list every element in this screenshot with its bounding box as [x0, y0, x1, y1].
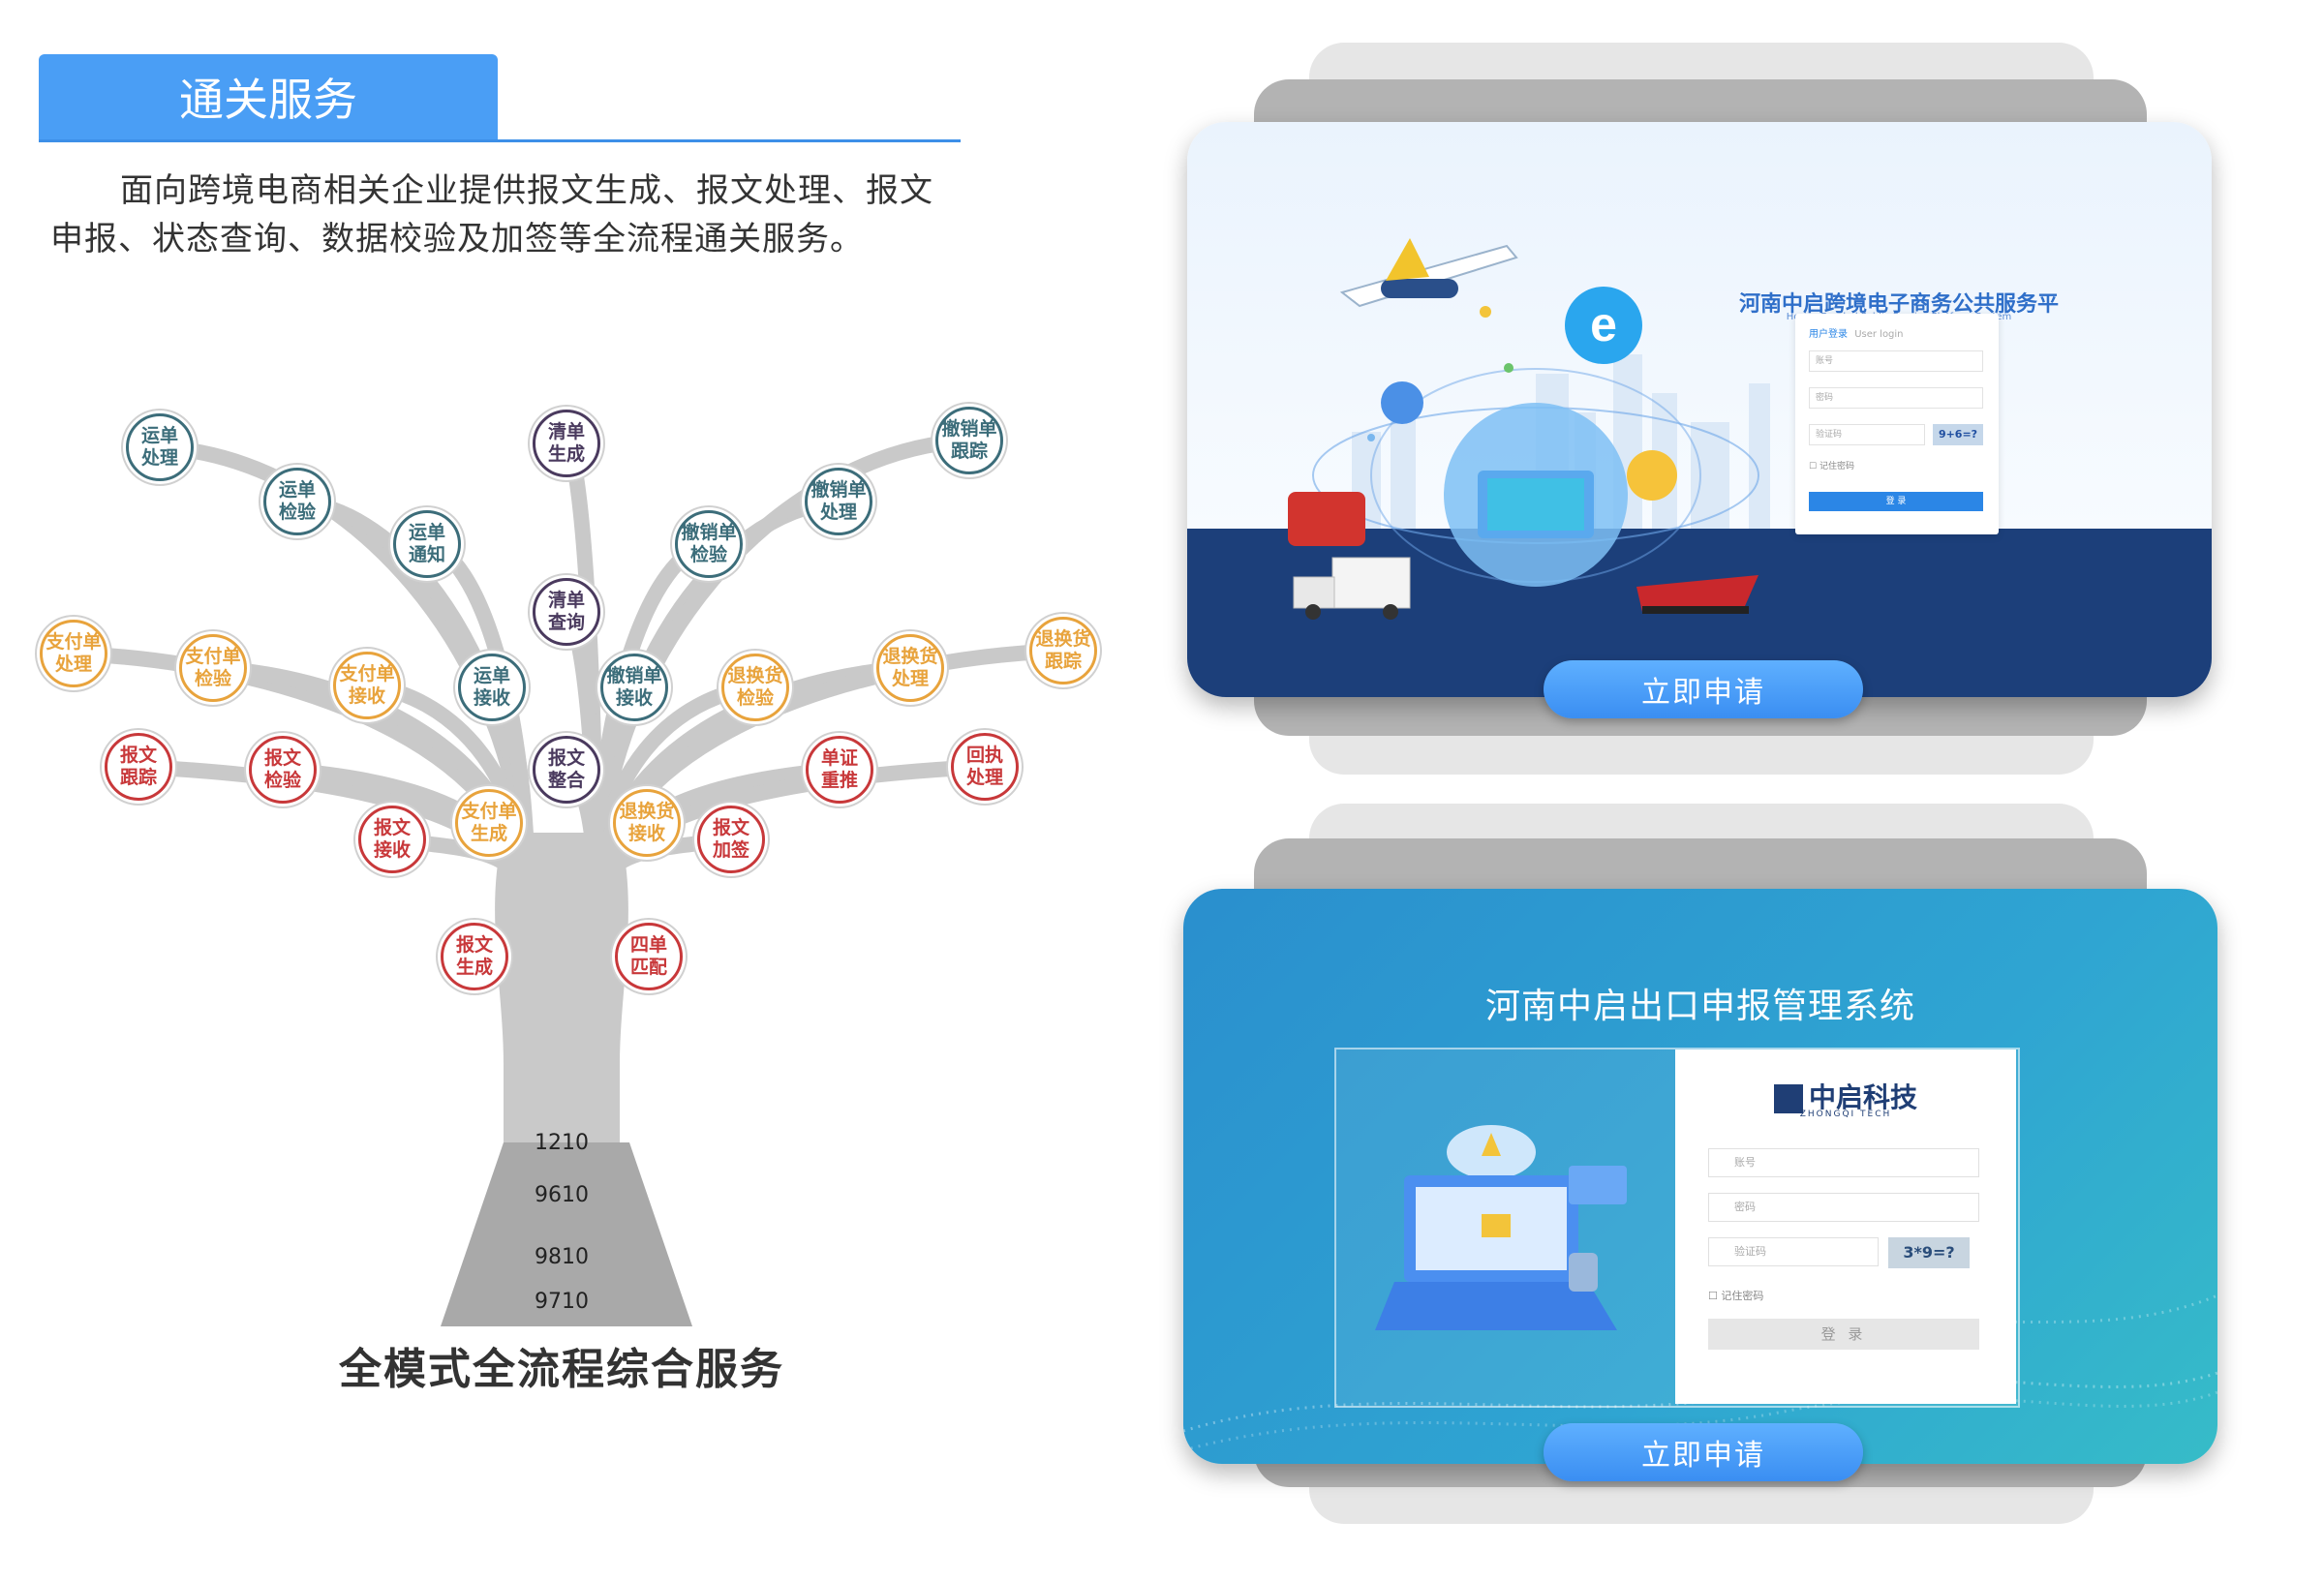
export-system-screenshot-card[interactable]: 河南中启出口申报管理系统 中启科技 ZHONGQI TECH 账号 密码 验证码… — [1183, 889, 2217, 1464]
captcha-image[interactable]: 9+6=? — [1933, 424, 1983, 445]
apply-button-export[interactable]: 立即申请 — [1544, 1423, 1863, 1481]
document-icon — [1381, 381, 1423, 424]
captcha-image[interactable]: 3*9=? — [1888, 1237, 1970, 1268]
tree-node: 退换货 跟踪 — [1029, 617, 1097, 685]
system-title: 河南中启出口申报管理系统 — [1484, 987, 1915, 1026]
mode-code: 9710 — [535, 1290, 589, 1314]
tree-node: 撤销单 处理 — [805, 468, 872, 535]
card2-login-form: 中启科技 ZHONGQI TECH 账号 密码 验证码 3*9=? ☐ 记住密码… — [1675, 1050, 2016, 1404]
remember-checkbox[interactable]: ☐ 记住密码 — [1708, 1290, 1764, 1302]
tree-node: 退换货 处理 — [876, 634, 944, 702]
captcha-input[interactable]: 验证码 — [1809, 424, 1925, 445]
tree-node: 撤销单 检验 — [675, 510, 743, 578]
login-tab[interactable]: 用户登录 User login — [1809, 329, 1904, 340]
tree-node: 运单 处理 — [126, 413, 194, 481]
train-icon — [1288, 492, 1365, 546]
brand-subtitle: ZHONGQI TECH — [1799, 1110, 1892, 1119]
tree-node: 报文 加签 — [697, 806, 765, 873]
password-input[interactable]: 密码 — [1809, 387, 1983, 409]
tree-node: 支付单 检验 — [179, 634, 247, 702]
tree-node: 运单 接收 — [458, 654, 526, 721]
password-input[interactable]: 密码 — [1708, 1193, 1979, 1222]
card1-login-form: 用户登录 User login 账号 密码 验证码 9+6=? ☐ 记住密码 登… — [1795, 314, 1999, 534]
tree-node: 四单 匹配 — [615, 923, 683, 990]
login-button[interactable]: 登 录 — [1809, 492, 1983, 511]
platform-title: 河南中启跨境电子商务公共服务平台 — [1739, 292, 2060, 348]
tree-caption: 全模式全流程综合服务 — [339, 1345, 784, 1394]
tree-node: 报文 整合 — [533, 736, 600, 804]
tree-node: 退换货 接收 — [613, 789, 681, 857]
tree-node: 清单 生成 — [533, 410, 600, 477]
brand-logo: 中启科技 — [1675, 1077, 2016, 1115]
mode-code: 9610 — [535, 1183, 589, 1207]
captcha-input[interactable]: 验证码 — [1708, 1237, 1879, 1266]
tree-node: 撤销单 跟踪 — [935, 407, 1003, 474]
platform-screenshot-card[interactable]: e 河南中启跨境电子商务公共服务平台 Henan Bonded Public S… — [1187, 122, 2212, 697]
tree-node: 运单 通知 — [393, 510, 461, 578]
tree-node: 运单 检验 — [263, 468, 331, 535]
tree-node: 报文 检验 — [249, 736, 317, 804]
section-intro: 面向跨境电商相关企业提供报文生成、报文处理、报文申报、状态查询、数据校验及加签等… — [50, 171, 933, 259]
tree-node: 单证 重推 — [806, 736, 873, 804]
tree-node: 退换货 检验 — [721, 654, 789, 721]
username-input[interactable]: 账号 — [1708, 1148, 1979, 1177]
tree-node: 撤销单 接收 — [600, 654, 668, 721]
tree-node: 回执 处理 — [951, 733, 1019, 801]
username-input[interactable]: 账号 — [1809, 350, 1983, 372]
section-title: 通关服务 — [39, 54, 498, 139]
login-button[interactable]: 登 录 — [1708, 1319, 1979, 1350]
tree-node: 清单 查询 — [533, 578, 600, 646]
ship-icon — [1636, 575, 1758, 612]
tree-node: 报文 接收 — [358, 806, 426, 873]
tree-base — [441, 1142, 692, 1326]
tree-node: 报文 跟踪 — [105, 733, 172, 801]
tree-node: 支付单 接收 — [333, 652, 401, 719]
mode-code: 1210 — [535, 1131, 589, 1155]
logo-icon — [1773, 1084, 1803, 1113]
tree-node: 支付单 处理 — [40, 620, 107, 687]
apply-button-platform[interactable]: 立即申请 — [1544, 660, 1863, 718]
card1-illustration: e — [1288, 238, 1770, 620]
truck-icon — [1293, 557, 1411, 620]
airplane-icon — [1339, 238, 1518, 308]
svg-text:e: e — [1590, 297, 1617, 351]
section-divider — [39, 139, 961, 142]
browser-icon — [1565, 287, 1642, 364]
tree-node: 报文 生成 — [441, 923, 508, 990]
laptop-illustration — [1375, 1125, 1627, 1330]
tree-node: 支付单 生成 — [455, 789, 523, 857]
mode-code: 9810 — [535, 1245, 589, 1269]
remember-checkbox[interactable]: ☐ 记住密码 — [1809, 462, 1854, 472]
cart-icon — [1627, 450, 1677, 501]
